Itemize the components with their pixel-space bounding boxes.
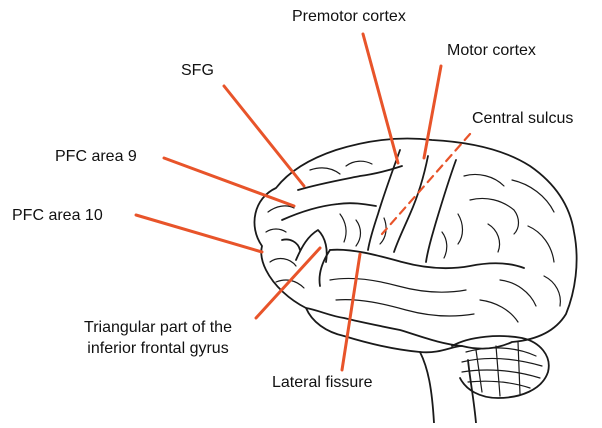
leader-sfg <box>224 86 304 186</box>
label-sfg: SFG <box>181 61 214 81</box>
label-pfc-area-10: PFC area 10 <box>12 206 103 226</box>
leader-pfc10 <box>136 215 262 252</box>
label-central-sulcus: Central sulcus <box>472 109 573 129</box>
label-premotor-cortex: Premotor cortex <box>292 7 406 27</box>
leader-triangular <box>256 248 320 318</box>
label-triangular-line-1: Triangular part of the <box>58 317 258 338</box>
label-lateral-fissure: Lateral fissure <box>272 373 373 393</box>
leader-pfc9 <box>164 158 294 206</box>
leader-lateral <box>342 254 360 370</box>
label-pfc-area-9: PFC area 9 <box>55 147 137 167</box>
label-triangular-line-2: inferior frontal gyrus <box>58 338 258 359</box>
label-triangular-part: Triangular part of the inferior frontal … <box>58 317 258 359</box>
leader-motor <box>424 66 441 158</box>
label-motor-cortex: Motor cortex <box>447 41 536 61</box>
leader-premotor <box>363 34 398 163</box>
